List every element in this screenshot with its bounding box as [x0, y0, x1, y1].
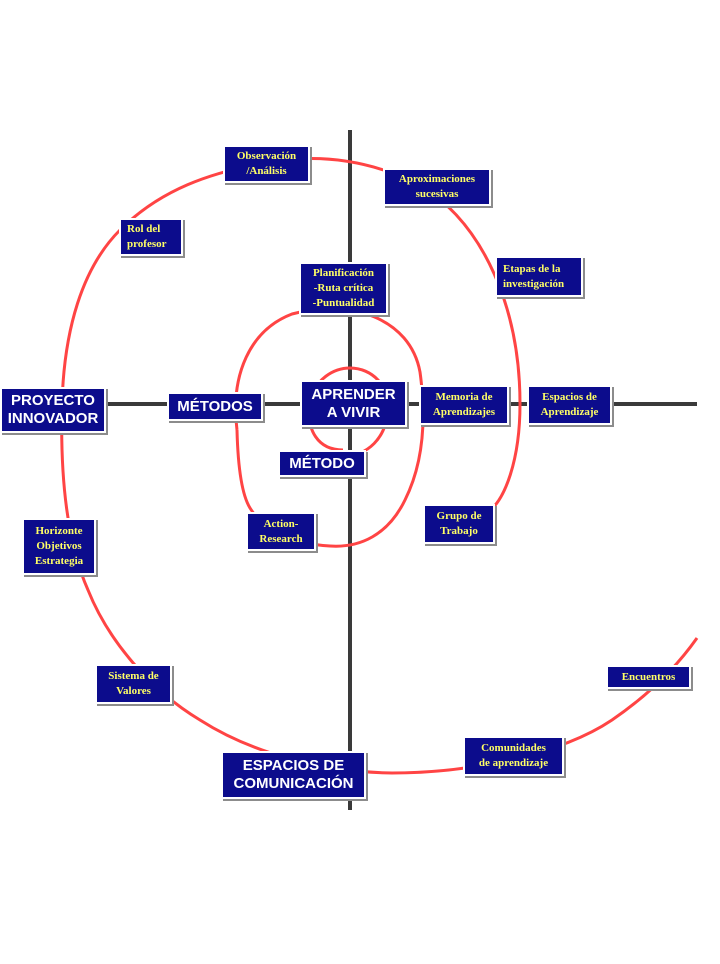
- node-line: Planificación: [312, 267, 375, 279]
- node-line: Rol del: [127, 223, 161, 235]
- node-line: PROYECTO: [11, 392, 95, 409]
- node-line: -Ruta crítica: [313, 282, 374, 294]
- node-line: Horizonte: [35, 525, 83, 537]
- node-line: MÉTODO: [289, 454, 355, 472]
- node-line: COMUNICACIÓN: [233, 775, 354, 792]
- node-metodo: MÉTODO: [278, 450, 366, 477]
- node-line: Etapas de la: [503, 262, 561, 275]
- node-line: INNOVADOR: [7, 410, 99, 427]
- node-line: sucesivas: [415, 188, 459, 200]
- node-rol-profesor: Rol del profesor: [119, 218, 183, 256]
- node-horizonte-objetivos: Horizonte Objetivos Estrategia: [22, 518, 96, 575]
- node-observacion-analisis: Observación /Análisis: [223, 145, 310, 183]
- node-line: Memoria de: [435, 391, 493, 403]
- spiral-curve: [60, 157, 699, 775]
- node-line: Aproximaciones: [398, 173, 476, 185]
- node-line: APRENDER: [311, 385, 396, 403]
- node-line: /Análisis: [246, 165, 287, 177]
- node-encuentros: Encuentros: [606, 665, 691, 689]
- node-comunidades-aprendizaje: Comunidades de aprendizaje: [463, 736, 564, 776]
- node-line: Action-: [263, 517, 299, 530]
- node-line: Aprendizaje: [540, 406, 599, 418]
- node-line: Valores: [116, 685, 151, 697]
- node-etapas-investigacion: Etapas de la investigación: [495, 256, 583, 297]
- node-line: Grupo de: [436, 510, 482, 522]
- node-line: ESPACIOS DE: [242, 757, 345, 774]
- node-line: Comunidades: [481, 742, 546, 754]
- node-line: Sistema de: [108, 670, 159, 682]
- node-line: Trabajo: [440, 525, 478, 537]
- node-line: -Puntualidad: [312, 297, 375, 309]
- node-memoria-aprendizajes: Memoria de Aprendizajes: [419, 385, 509, 425]
- node-line: A VIVIR: [326, 403, 381, 421]
- node-espacios-comunicacion: ESPACIOS DE COMUNICACIÓN: [221, 751, 366, 799]
- node-aproximaciones-sucesivas: Aproximaciones sucesivas: [383, 168, 491, 206]
- node-action-research: Action- Research: [246, 512, 316, 551]
- node-sistema-valores: Sistema de Valores: [95, 664, 172, 704]
- node-proyecto-innovador: PROYECTO INNOVADOR: [0, 387, 106, 433]
- node-line: profesor: [127, 238, 167, 250]
- node-aprender-a-vivir: APRENDER A VIVIR: [300, 380, 407, 427]
- node-line: de aprendizaje: [478, 757, 549, 769]
- node-espacios-aprendizaje: Espacios de Aprendizaje: [527, 385, 612, 425]
- node-line: Observación: [236, 150, 297, 162]
- node-line: Objetivos: [36, 540, 82, 552]
- node-line: Estrategia: [34, 555, 84, 567]
- node-line: Aprendizajes: [432, 406, 496, 418]
- node-metodos: MÉTODOS: [167, 392, 263, 421]
- node-line: investigación: [503, 277, 565, 290]
- node-line: Encuentros: [621, 670, 676, 683]
- node-planificacion: Planificación -Ruta crítica -Puntualidad: [299, 262, 388, 315]
- node-line: Espacios de: [542, 391, 597, 403]
- node-line: MÉTODOS: [177, 397, 253, 415]
- node-grupo-trabajo: Grupo de Trabajo: [423, 504, 495, 544]
- node-line: Research: [259, 532, 303, 545]
